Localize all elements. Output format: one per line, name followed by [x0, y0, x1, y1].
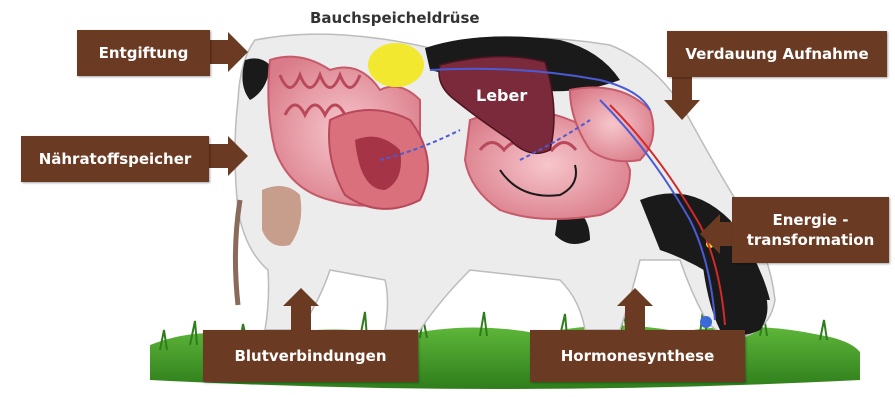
label-blutverbindungen: Blutverbindungen: [203, 330, 418, 382]
label-verdauung-aufnahme: Verdauung Aufnahme: [667, 31, 887, 77]
label-naehrstoffspeicher: Nähratoffspeicher: [21, 136, 209, 182]
label-entgiftung: Entgiftung: [77, 30, 210, 76]
pancreas-organ: [368, 43, 424, 87]
label-leber: Leber: [476, 86, 527, 105]
label-bauchspeicheldruese: Bauchspeicheldrüse: [310, 9, 480, 27]
label-energie-line2: transformation: [747, 230, 875, 250]
label-energie-transformation: Energie - transformation: [732, 197, 889, 263]
label-energie-line1: Energie -: [773, 210, 849, 230]
label-hormonesynthese: Hormonesynthese: [530, 330, 745, 382]
